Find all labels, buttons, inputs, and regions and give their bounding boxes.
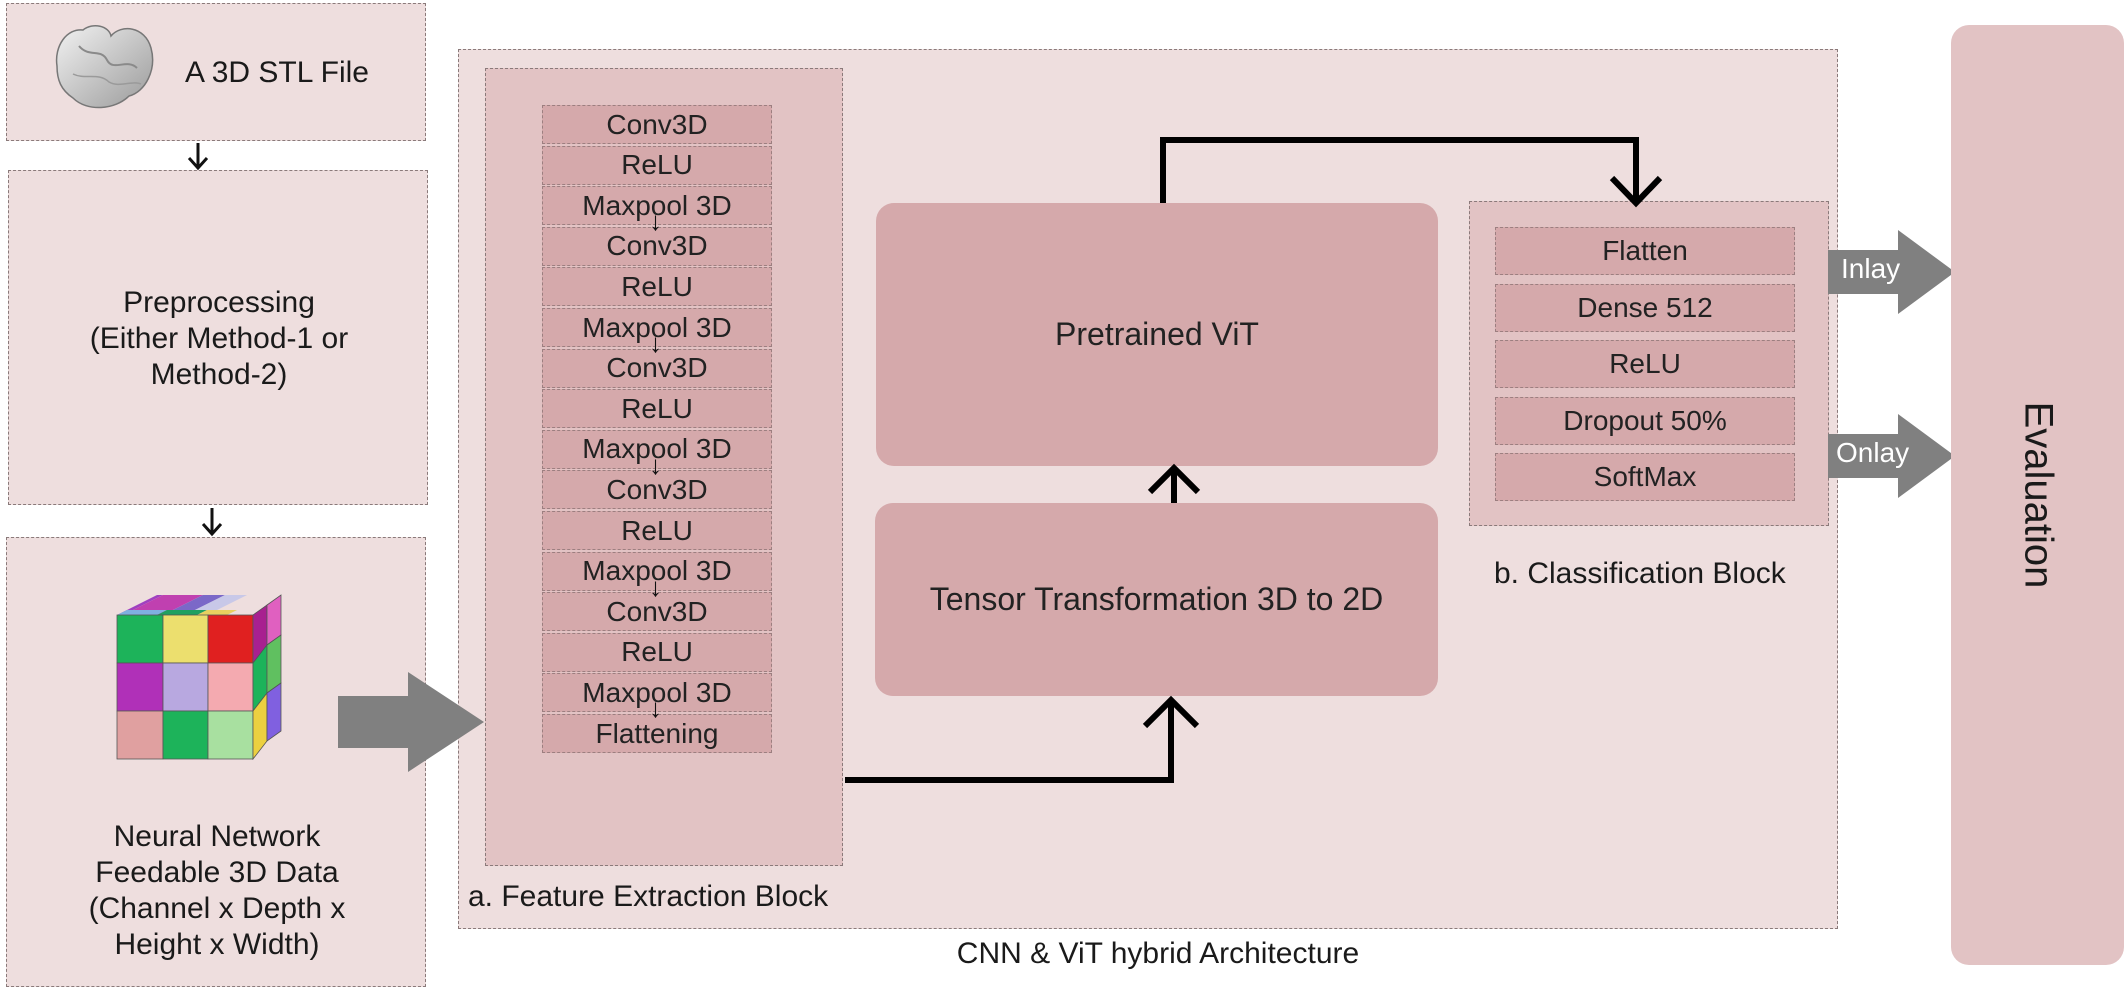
layer-down-arrow-icon: ↓ [649, 449, 662, 480]
classification-block-label: b. Classification Block [1494, 557, 1786, 590]
feature-layer: ReLU [542, 511, 772, 550]
stl-file-box: A 3D STL File [6, 3, 426, 141]
feature-layer: Maxpool 3D [542, 551, 772, 591]
feature-layer: Maxpool 3D [542, 673, 772, 713]
pretrained-vit-block: Pretrained ViT [876, 203, 1438, 466]
feedable-data-box: Neural Network Feedable 3D Data (Channel… [6, 537, 426, 987]
layer-down-arrow-icon: ↓ [649, 693, 662, 724]
classification-layer: Flatten [1495, 227, 1795, 275]
voxel-cube-icon [116, 594, 282, 761]
tensor-transformation-block: Tensor Transformation 3D to 2D [875, 503, 1438, 696]
layer-down-arrow-icon: ↓ [649, 206, 662, 237]
preprocessing-box: Preprocessing (Either Method-1 or Method… [8, 170, 428, 505]
feature-block-label: a. Feature Extraction Block [468, 880, 829, 913]
data-box-line3: (Channel x Depth x [88, 892, 346, 925]
arrow-down-stl-preprocess [187, 143, 209, 171]
feature-layer: Flattening [542, 714, 772, 753]
preprocessing-title: Preprocessing [123, 286, 315, 319]
classification-layer: Dense 512 [1495, 283, 1795, 332]
feature-layer: ReLU [542, 389, 772, 429]
feature-layer: Conv3D [542, 470, 772, 510]
feature-layer: ReLU [542, 632, 772, 672]
inlay-label: Inlay [1841, 253, 1901, 284]
feature-layer: Maxpool 3D [542, 308, 772, 347]
classification-layer: ReLU [1495, 340, 1795, 388]
data-box-line4: Height x Width) [114, 928, 320, 961]
feature-layer: Maxpool 3D [542, 429, 772, 469]
arrow-down-preprocess-data [201, 508, 223, 537]
classification-layer: SoftMax [1495, 453, 1795, 501]
feature-layer: Conv3D [542, 348, 772, 388]
architecture-caption: CNN & ViT hybrid Architecture [956, 937, 1360, 970]
preprocessing-line3: Method-2) [150, 358, 288, 391]
onlay-label: Onlay [1836, 437, 1910, 468]
feature-layer: Conv3D [542, 105, 772, 144]
layer-down-arrow-icon: ↓ [649, 328, 662, 358]
feature-layer: ReLU [542, 145, 772, 185]
classification-layer: Dropout 50% [1495, 396, 1795, 445]
tooth-icon [55, 24, 154, 109]
feature-layer: Conv3D [542, 226, 772, 266]
feature-layer: Maxpool 3D [542, 186, 772, 226]
feature-layer: ReLU [542, 267, 772, 307]
data-box-line2: Feedable 3D Data [95, 856, 339, 889]
feature-layer: Conv3D [542, 592, 772, 632]
stl-file-label: A 3D STL File [185, 56, 369, 89]
evaluation-block: Evaluation [1951, 25, 2124, 965]
preprocessing-line2: (Either Method-1 or [89, 322, 349, 355]
evaluation-label: Evaluation [2016, 401, 2060, 589]
data-box-line1: Neural Network [113, 820, 321, 853]
layer-down-arrow-icon: ↓ [649, 571, 662, 602]
